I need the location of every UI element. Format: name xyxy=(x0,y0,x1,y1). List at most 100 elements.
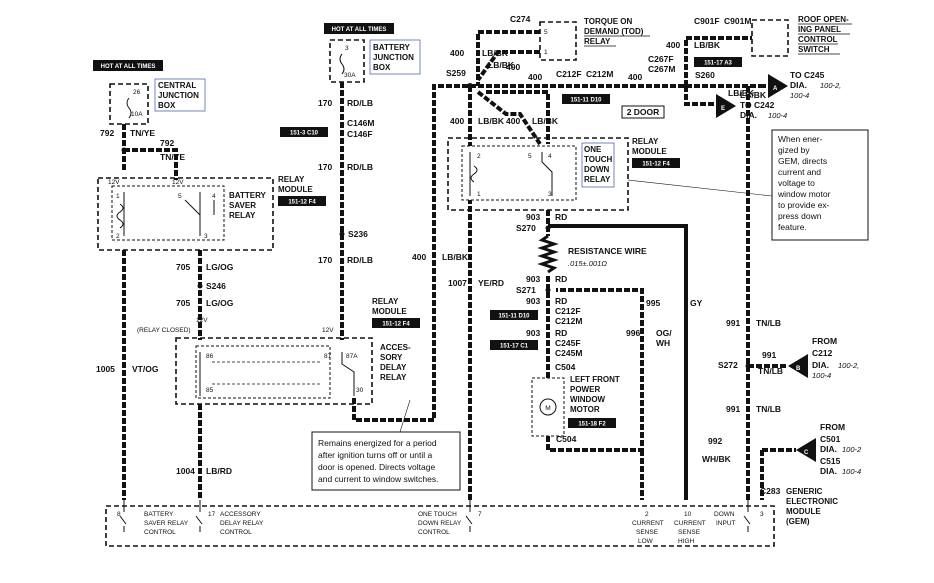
svg-text:Remains energized for a period: Remains energized for a period xyxy=(318,438,437,448)
svg-text:door is opened. Directs voltag: door is opened. Directs voltage xyxy=(318,462,435,472)
svg-text:903: 903 xyxy=(526,212,540,222)
svg-text:1: 1 xyxy=(477,191,481,198)
svg-text:FROM: FROM xyxy=(820,422,845,432)
svg-text:C212M: C212M xyxy=(586,69,613,79)
svg-text:100-2,: 100-2, xyxy=(838,361,859,370)
svg-text:LB/BK: LB/BK xyxy=(478,116,505,126)
svg-text:RELAY: RELAY xyxy=(278,175,305,184)
svg-text:151-3 C10: 151-3 C10 xyxy=(290,131,319,137)
svg-text:VT/OG: VT/OG xyxy=(132,364,159,374)
svg-text:LB/RD: LB/RD xyxy=(206,466,232,476)
svg-text:400: 400 xyxy=(506,116,520,126)
svg-text:LB/BK: LB/BK xyxy=(488,60,515,70)
svg-text:903: 903 xyxy=(526,328,540,338)
svg-text:DIA.: DIA. xyxy=(820,444,837,454)
svg-text:S236: S236 xyxy=(348,229,368,239)
svg-text:FROM: FROM xyxy=(812,336,837,346)
battery-saver-relay: 12V 12V 1 5 4 2 3 BATTERY SAVER RELAY xyxy=(97,177,274,251)
svg-text:BATTERY: BATTERY xyxy=(373,43,411,52)
svg-text:ING PANEL: ING PANEL xyxy=(798,25,841,34)
svg-text:WINDOW: WINDOW xyxy=(570,395,606,404)
svg-text:3: 3 xyxy=(345,45,349,52)
svg-text:2: 2 xyxy=(477,153,481,160)
svg-text:.015±.001Ω: .015±.001Ω xyxy=(568,259,607,268)
hot-at-all-times-label-middle xyxy=(324,23,394,34)
svg-text:2: 2 xyxy=(645,511,649,518)
svg-text:991: 991 xyxy=(726,318,740,328)
svg-text:CONTROL: CONTROL xyxy=(798,35,838,44)
svg-text:window motor: window motor xyxy=(777,189,831,199)
svg-text:RD/LB: RD/LB xyxy=(347,255,373,265)
svg-text:30A: 30A xyxy=(344,72,356,79)
svg-text:JUNCTION: JUNCTION xyxy=(158,91,199,100)
svg-text:A: A xyxy=(773,86,778,92)
svg-text:RD: RD xyxy=(555,274,567,284)
tod-relay: C274 5 1 TORQUE ON DEMAND (TOD) RELAY xyxy=(510,14,650,61)
svg-text:LG/OG: LG/OG xyxy=(206,262,234,272)
svg-text:151-17 C1: 151-17 C1 xyxy=(500,344,529,350)
svg-text:1007: 1007 xyxy=(448,278,467,288)
svg-text:10A: 10A xyxy=(131,111,143,118)
svg-text:C267F: C267F xyxy=(648,54,674,64)
wire-400-roof xyxy=(684,36,752,86)
svg-text:DOWN: DOWN xyxy=(584,165,610,174)
svg-text:to provide ex-: to provide ex- xyxy=(778,200,830,210)
svg-text:E: E xyxy=(721,106,725,112)
svg-text:C245F: C245F xyxy=(555,338,581,348)
svg-text:ROOF OPEN-: ROOF OPEN- xyxy=(798,15,849,24)
connector-c-arrow-icon xyxy=(796,438,816,462)
svg-text:100-4: 100-4 xyxy=(768,111,787,120)
svg-text:RELAY: RELAY xyxy=(372,297,399,306)
svg-text:LB/BK: LB/BK xyxy=(740,90,767,100)
svg-text:SENSE: SENSE xyxy=(636,529,659,536)
svg-text:C: C xyxy=(804,450,809,456)
svg-text:151-12 F4: 151-12 F4 xyxy=(288,200,316,206)
svg-text:87: 87 xyxy=(324,353,332,360)
svg-text:CURRENT: CURRENT xyxy=(632,520,664,527)
svg-text:LB/BK: LB/BK xyxy=(482,48,509,58)
connector-e-arrow-icon xyxy=(716,94,736,118)
svg-text:3: 3 xyxy=(204,233,208,240)
svg-text:CENTRAL: CENTRAL xyxy=(158,81,196,90)
svg-text:7: 7 xyxy=(478,511,482,518)
relay-module-label-1: RELAY MODULE 151-12 F4 xyxy=(278,175,326,206)
svg-text:400: 400 xyxy=(666,40,680,50)
svg-text:POWER: POWER xyxy=(570,385,600,394)
svg-text:1: 1 xyxy=(116,193,120,200)
svg-text:1005: 1005 xyxy=(96,364,115,374)
svg-text:C504: C504 xyxy=(556,434,577,444)
gem-pin-one-touch: 7 ONE TOUCH DOWN RELAY CONTROL xyxy=(418,500,482,536)
svg-text:C146F: C146F xyxy=(347,129,373,139)
svg-text:85: 85 xyxy=(206,387,214,394)
svg-text:BATTERY: BATTERY xyxy=(229,191,267,200)
svg-text:SAVER RELAY: SAVER RELAY xyxy=(144,520,189,527)
svg-text:5: 5 xyxy=(178,193,182,200)
svg-text:1: 1 xyxy=(544,49,548,56)
svg-text:press down: press down xyxy=(778,211,822,221)
svg-text:151-12 F4: 151-12 F4 xyxy=(382,322,410,328)
svg-text:100-2: 100-2 xyxy=(842,445,862,454)
svg-text:When ener-: When ener- xyxy=(778,134,823,144)
svg-text:ELECTRONIC: ELECTRONIC xyxy=(786,497,838,506)
svg-text:400: 400 xyxy=(450,116,464,126)
svg-text:ONE: ONE xyxy=(584,145,602,154)
svg-text:S272: S272 xyxy=(718,360,738,370)
wire-792-branch xyxy=(124,148,178,180)
svg-text:400: 400 xyxy=(628,72,642,82)
svg-text:C212F: C212F xyxy=(555,306,581,316)
svg-text:RELAY: RELAY xyxy=(380,373,407,382)
hot-at-all-times-label-left xyxy=(93,60,163,71)
svg-text:C901F: C901F xyxy=(694,16,720,26)
svg-text:DELAY RELAY: DELAY RELAY xyxy=(220,520,264,527)
relay-coil-icon xyxy=(116,203,124,229)
svg-text:S270: S270 xyxy=(516,223,536,233)
svg-text:voltage to: voltage to xyxy=(778,178,815,188)
svg-text:C212: C212 xyxy=(812,348,833,358)
svg-text:DOWN RELAY: DOWN RELAY xyxy=(418,520,462,527)
svg-text:151-12 F4: 151-12 F4 xyxy=(642,162,670,168)
svg-text:RELAY: RELAY xyxy=(632,137,659,146)
svg-text:LB/BK: LB/BK xyxy=(728,88,755,98)
svg-text:gized by: gized by xyxy=(778,145,810,155)
svg-text:LB/BK: LB/BK xyxy=(442,252,469,262)
wire-400-2-door xyxy=(684,86,716,106)
